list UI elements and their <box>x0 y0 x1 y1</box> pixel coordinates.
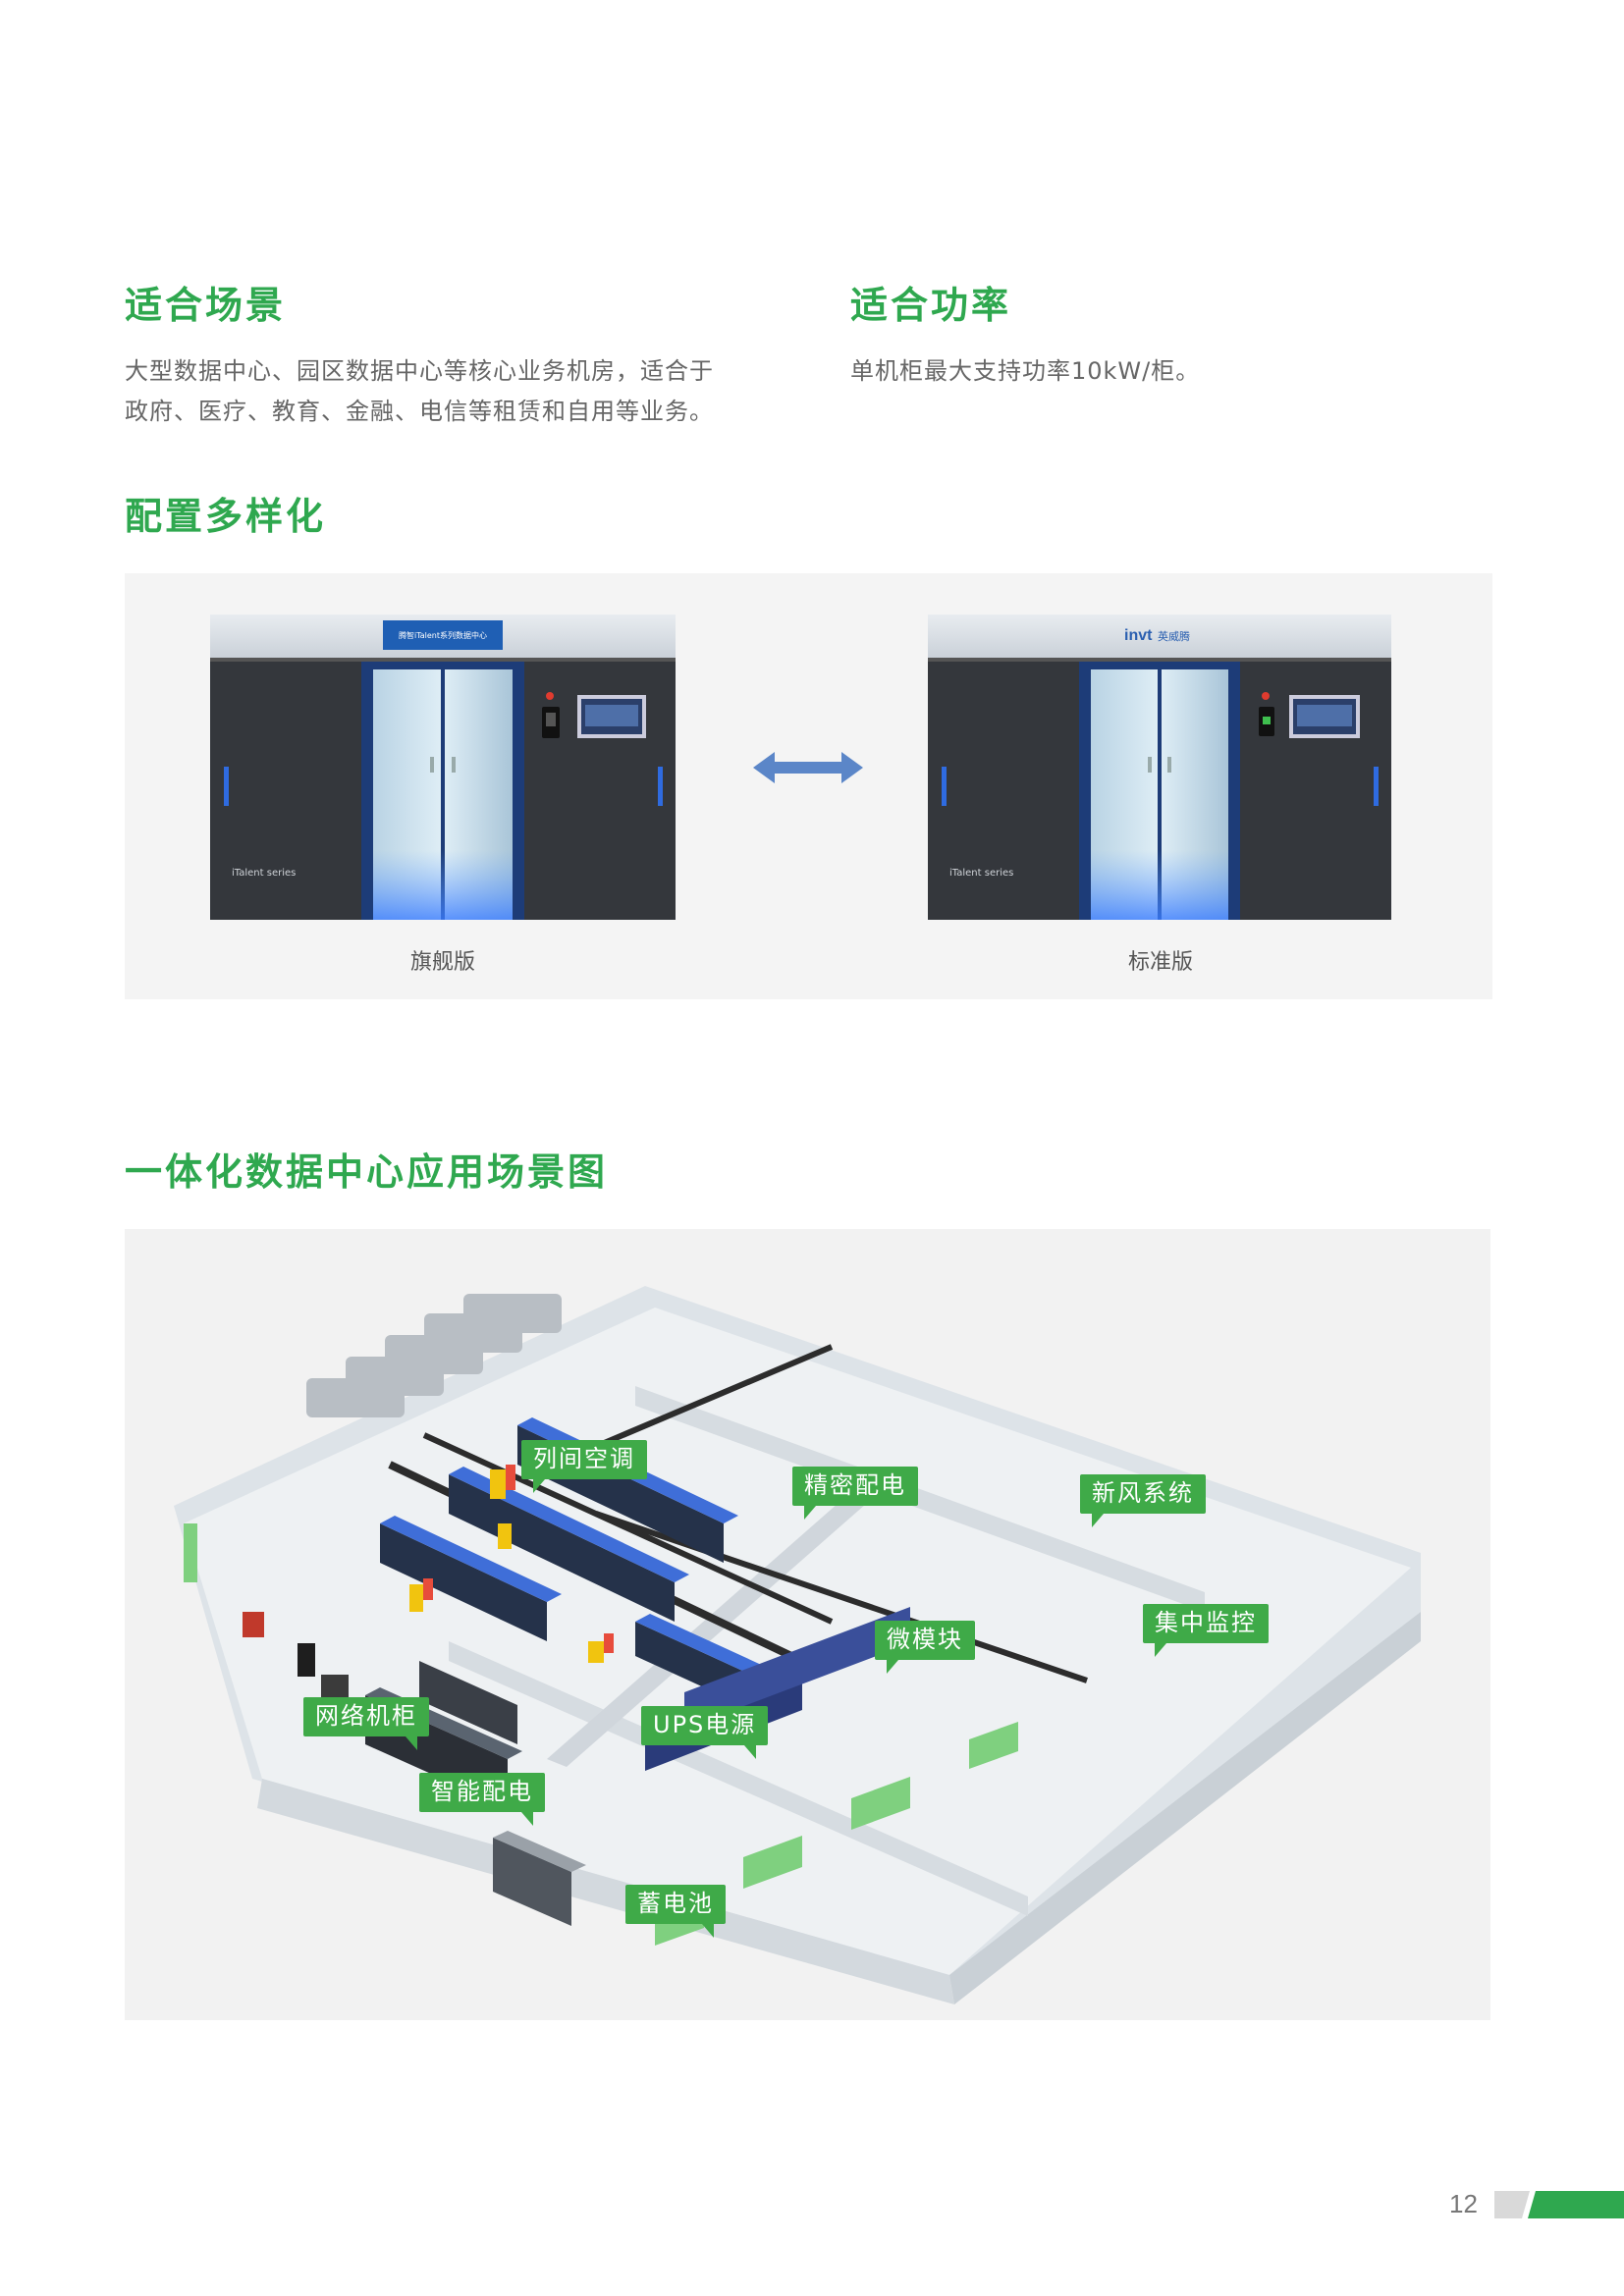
label-battery: 蓄电池 <box>625 1885 726 1938</box>
label-micro-module: 微模块 <box>875 1621 975 1674</box>
label-central-monitor: 集中监控 <box>1143 1604 1269 1657</box>
suitable-power-title: 适合功率 <box>850 284 1012 327</box>
standard-brand-logo: invt <box>1124 627 1153 644</box>
footer-accent-bar <box>1494 2191 1624 2218</box>
suitable-power-text: 单机柜最大支持功率10kW/柜。 <box>850 357 1201 385</box>
config-title: 配置多样化 <box>125 495 327 538</box>
page-number: 12 <box>1449 2189 1478 2218</box>
double-arrow-icon <box>753 752 863 783</box>
config-panel: 腾智iTalent系列数据中心 iTalent series 旗舰版 <box>125 573 1492 999</box>
standard-caption: 标准版 <box>1127 950 1193 975</box>
label-smart-power: 智能配电 <box>419 1773 545 1826</box>
label-ups-power: UPS电源 <box>641 1706 769 1759</box>
flagship-cabinet-image: 腾智iTalent系列数据中心 iTalent series <box>210 614 676 920</box>
suitable-scenarios-line-1: 大型数据中心、园区数据中心等核心业务机房，适合于 <box>125 357 714 385</box>
suitable-scenarios-text: 大型数据中心、园区数据中心等核心业务机房，适合于 政府、医疗、教育、金融、电信等… <box>125 351 773 432</box>
scene-panel: 列间空调 精密配电 新风系统 微模块 集中监控 网络机柜 UPS电源 智能配电 … <box>125 1229 1490 2020</box>
standard-brand-cn: 英威腾 <box>1158 629 1190 643</box>
label-network-cabinet: 网络机柜 <box>303 1697 429 1750</box>
scene-title: 一体化数据中心应用场景图 <box>125 1150 609 1194</box>
flagship-banner-text: 腾智iTalent系列数据中心 <box>399 630 487 640</box>
label-row-ac: 列间空调 <box>521 1440 647 1493</box>
data-center-scene-illustration <box>174 1286 1421 2004</box>
standard-cabinet-image: invt 英威腾 iTalent series <box>928 614 1391 920</box>
suitable-scenarios-title: 适合场景 <box>125 284 287 327</box>
flagship-caption: 旗舰版 <box>409 950 475 975</box>
standard-series-label: iTalent series <box>949 868 1013 879</box>
suitable-scenarios-line-2: 政府、医疗、教育、金融、电信等租赁和自用等业务。 <box>125 398 714 425</box>
label-precision-power: 精密配电 <box>792 1467 918 1520</box>
flagship-series-label: iTalent series <box>232 868 296 879</box>
label-fresh-air: 新风系统 <box>1080 1474 1206 1527</box>
